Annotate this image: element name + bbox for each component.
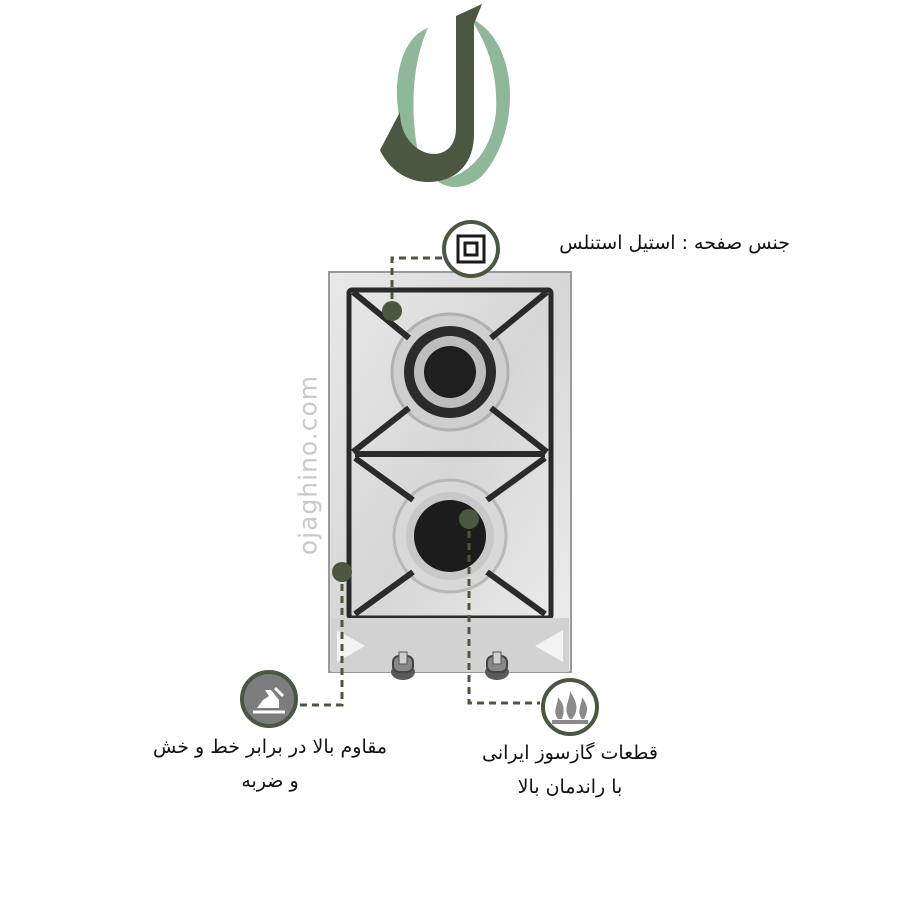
bottom-burner [353, 455, 547, 617]
callout-dot-material [382, 301, 402, 321]
feature-scratch-text: مقاوم بالا در برابر خط و خش و ضربه [140, 730, 400, 798]
feature-material-text: جنس صفحه : استیل استنلس [559, 232, 790, 254]
gas-hob-image [328, 271, 572, 680]
feature-burner-text: قطعات گازسوز ایرانی با راندمان بالا [470, 736, 670, 804]
brand-logo [380, 4, 510, 188]
square-material-icon [442, 220, 500, 278]
callout-dot-burner [459, 509, 479, 529]
callout-dot-scratch [332, 562, 352, 582]
top-burner [351, 289, 549, 455]
control-knob-right [485, 651, 509, 680]
ojaghino-logo-icon [380, 4, 510, 188]
feature-scratch-line2: و ضربه [241, 770, 299, 792]
feature-burner-line1: قطعات گازسوز ایرانی [482, 742, 658, 764]
control-knob-left [391, 651, 415, 680]
scratch-resistant-icon [240, 670, 298, 728]
feature-burner-line2: با راندمان بالا [517, 776, 623, 798]
flame-burner-icon [541, 678, 599, 736]
feature-scratch-line1: مقاوم بالا در برابر خط و خش [152, 736, 388, 758]
